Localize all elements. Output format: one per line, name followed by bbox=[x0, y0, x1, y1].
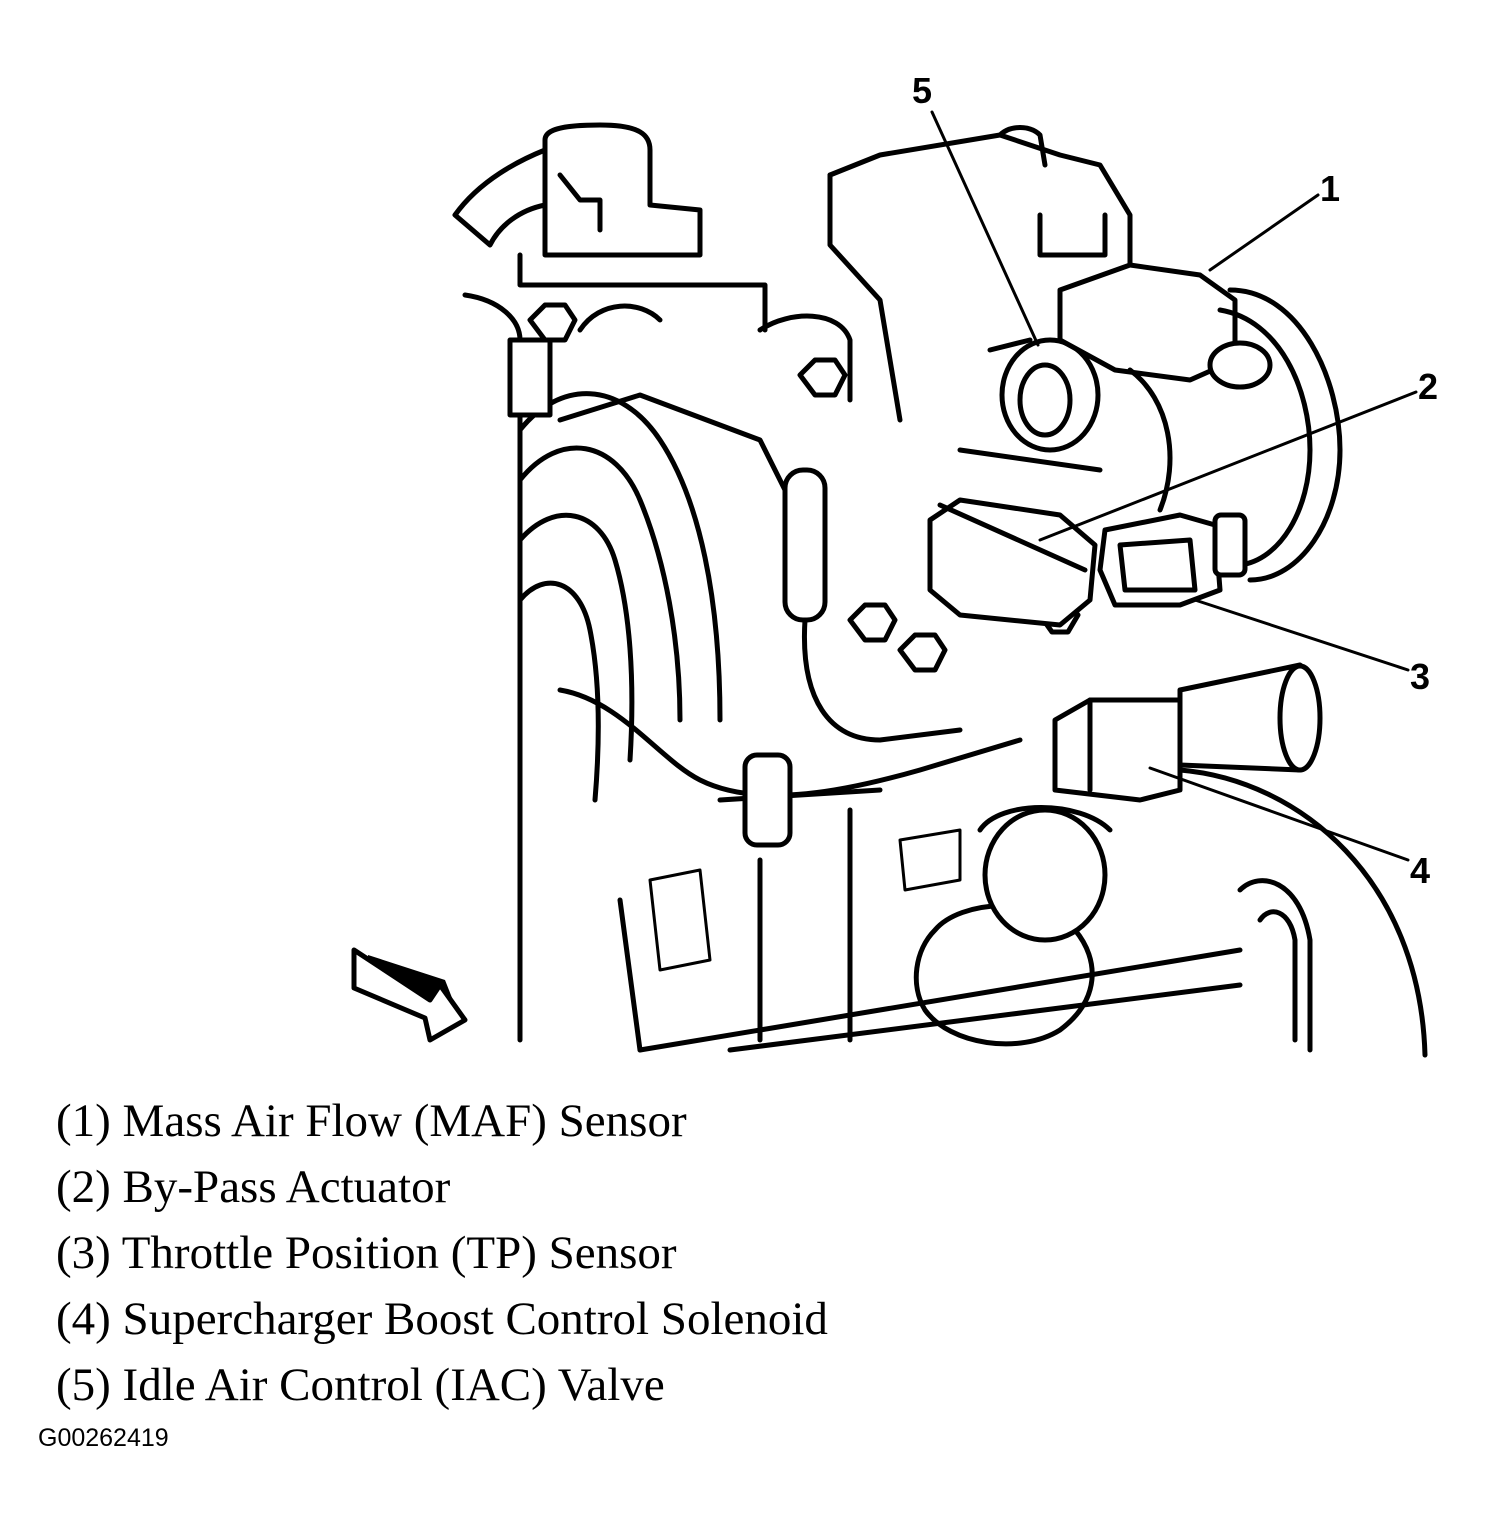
callout-3: 3 bbox=[1410, 656, 1431, 697]
front-direction-arrow-icon bbox=[351, 947, 468, 1043]
hoses bbox=[557, 467, 1023, 1043]
bolts bbox=[507, 302, 1081, 673]
lower-engine bbox=[617, 767, 1428, 1058]
leader-line-4 bbox=[1148, 766, 1410, 862]
leader-line-3 bbox=[1193, 598, 1410, 672]
iac-valve bbox=[987, 337, 1101, 453]
intake-runners bbox=[517, 303, 853, 803]
legend-item-tp-sensor: (3) Throttle Position (TP) Sensor bbox=[56, 1227, 677, 1279]
maf-sensor bbox=[1057, 262, 1343, 583]
legend-item-iac-valve: (5) Idle Air Control (IAC) Valve bbox=[56, 1359, 665, 1411]
leader-lines bbox=[930, 110, 1418, 862]
component-legend: (1) Mass Air Flow (MAF) Sensor (2) By-Pa… bbox=[56, 1088, 828, 1418]
figure-id: G00262419 bbox=[38, 1424, 169, 1452]
tp-sensor bbox=[1097, 512, 1248, 608]
boost-control-solenoid bbox=[1052, 662, 1323, 803]
callout-2: 2 bbox=[1418, 366, 1439, 407]
engine-illustration bbox=[351, 110, 1428, 1058]
callout-1: 1 bbox=[1320, 168, 1341, 209]
legend-item-boost-control-solenoid: (4) Supercharger Boost Control Solenoid bbox=[56, 1293, 828, 1345]
callout-5: 5 bbox=[912, 70, 933, 111]
leader-line-2 bbox=[1038, 390, 1418, 542]
leader-line-5 bbox=[930, 110, 1040, 347]
bypass-actuator bbox=[927, 447, 1103, 628]
legend-item-maf-sensor: (1) Mass Air Flow (MAF) Sensor bbox=[56, 1095, 687, 1147]
callout-4: 4 bbox=[1410, 850, 1431, 891]
legend-item-bypass-actuator: (2) By-Pass Actuator bbox=[56, 1161, 451, 1213]
leader-line-1 bbox=[1208, 193, 1320, 272]
